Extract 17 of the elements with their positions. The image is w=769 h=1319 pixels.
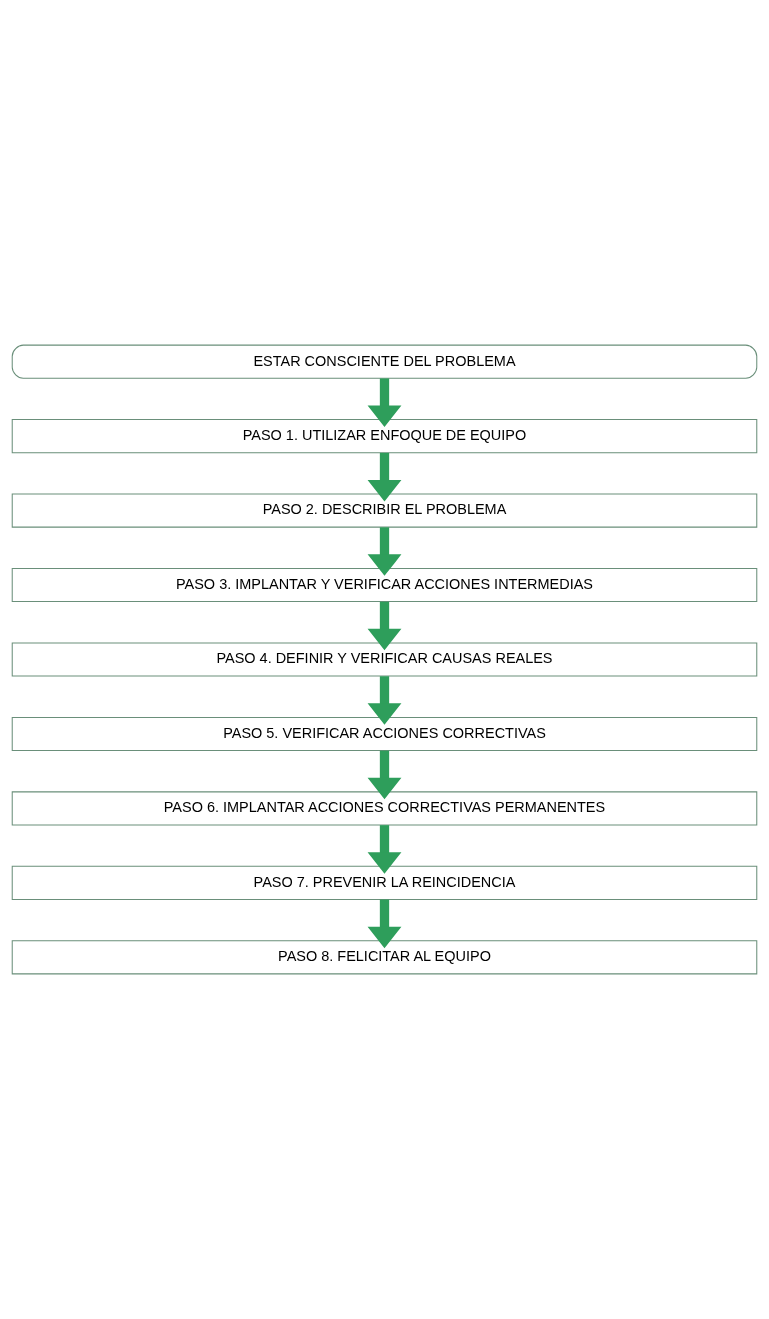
arrow [367,676,402,725]
node-box: ESTAR CONSCIENTE DEL PROBLEMA [11,344,758,379]
node-box: PASO 8. FELICITAR AL EQUIPO [11,940,758,975]
arrow [367,378,402,427]
arrow [367,452,402,502]
arrow [367,750,402,800]
arrow [367,899,402,949]
arrow [367,527,402,576]
node-box: PASO 6. IMPLANTAR ACCIONES CORRECTIVAS PERMANENTES [11,791,758,826]
node-box: PASO 3. IMPLANTAR Y VERIFICAR ACCIONES INTERMEDIAS [11,568,758,603]
arrow [367,825,402,874]
node-box: PASO 2. DESCRIBIR EL PROBLEMA [11,493,758,528]
node-box: PASO 7. PREVENIR LA REINCIDENCIA [11,865,758,900]
arrow [367,601,402,651]
node-box: PASO 1. UTILIZAR ENFOQUE DE EQUIPO [11,419,758,454]
node-box: PASO 5. VERIFICAR ACCIONES CORRECTIVAS [11,716,758,751]
node-box: PASO 4. DEFINIR Y VERIFICAR CAUSAS REALES [11,642,758,677]
